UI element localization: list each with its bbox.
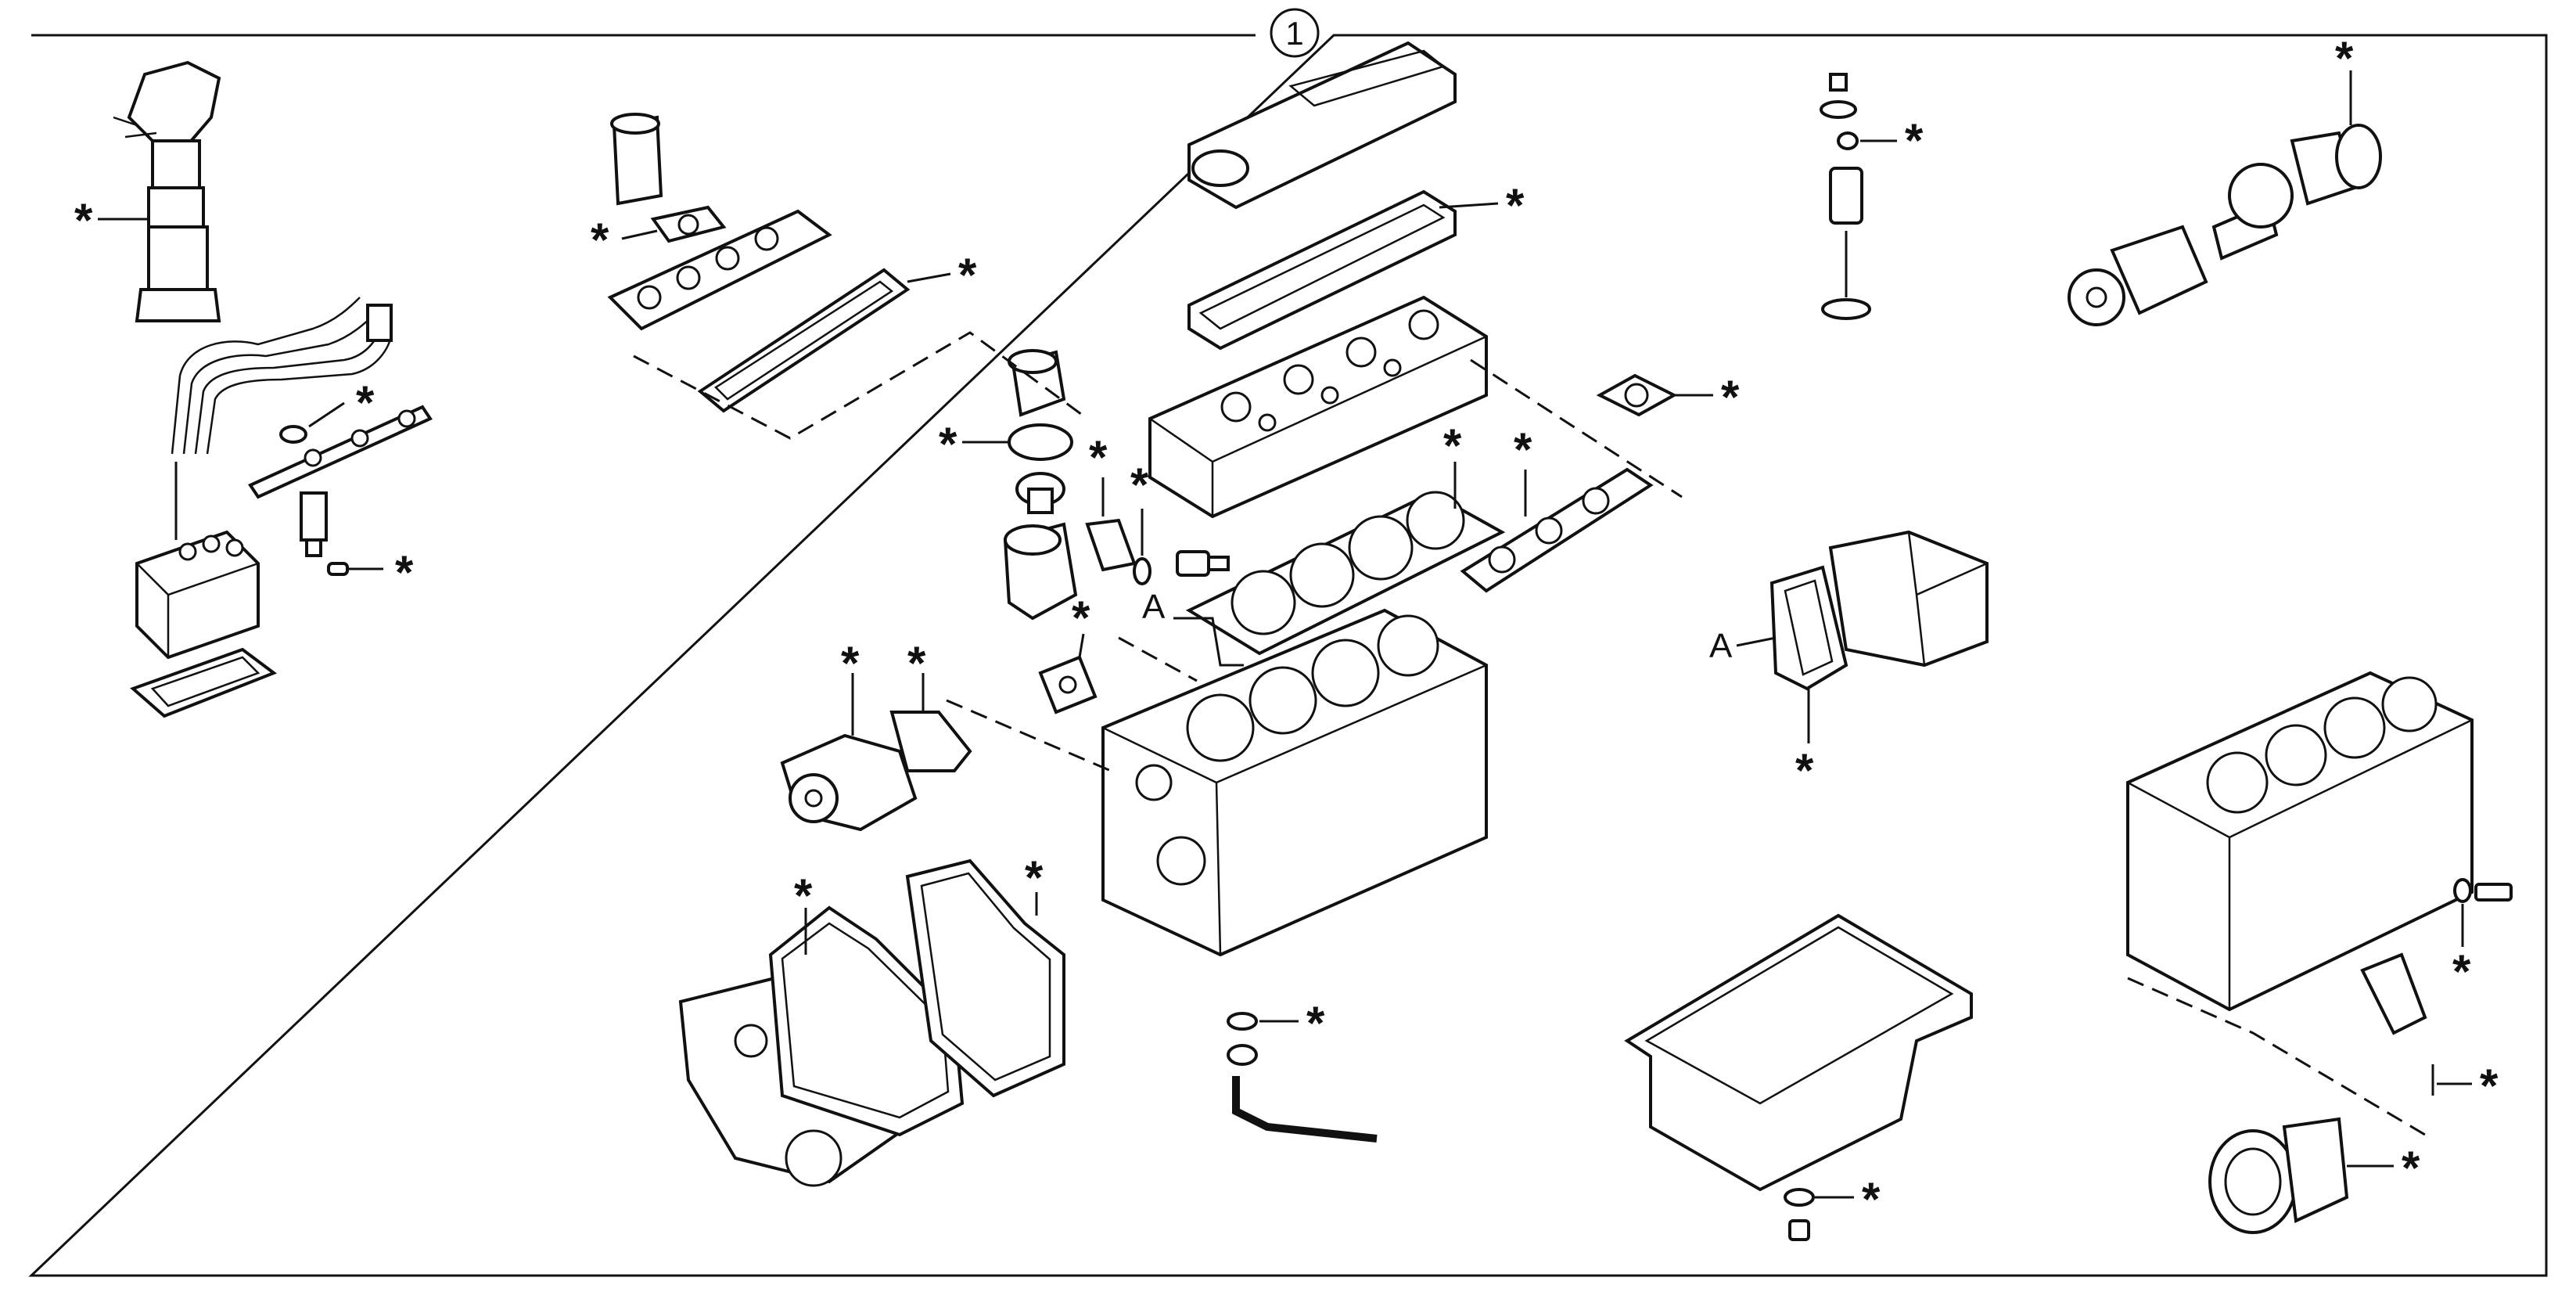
svg-text:*: * <box>356 376 375 429</box>
exhaust-flange-gasket: * <box>1596 371 1740 423</box>
leak-off-pipe <box>248 405 433 499</box>
injection-lines <box>171 297 393 455</box>
water-pump-body-right <box>2110 131 2357 315</box>
svg-text:*: * <box>1721 371 1740 423</box>
svg-text:*: * <box>1514 423 1532 476</box>
callout-bubble: 1 <box>1270 8 1320 58</box>
oil-pan <box>1624 913 1973 1192</box>
injector-nozzle <box>300 491 328 557</box>
diagram-frame <box>28 34 2548 1277</box>
svg-text:*: * <box>958 249 977 301</box>
callout-number: 1 <box>1285 15 1303 52</box>
thermostat-cover <box>1008 349 1066 417</box>
oil-pressure-switch-washer: * <box>1130 459 1151 585</box>
thermostat-gasket: * <box>939 418 1073 470</box>
reference-letter-a-left: A <box>1142 588 1244 667</box>
flywheel-housing-gasket: * <box>1769 565 1848 797</box>
svg-text:*: * <box>1025 851 1044 904</box>
oil-pan-drain-washer: * <box>1784 1173 1881 1225</box>
water-pump-elbow-gasket: * <box>1038 592 1098 714</box>
svg-text:A: A <box>1709 627 1733 665</box>
exhaust-manifold-gasket: * <box>1460 423 1654 593</box>
cylinder-block <box>1101 608 1488 957</box>
svg-text:*: * <box>1072 592 1090 644</box>
assembly-leader-lines <box>633 331 2426 1136</box>
oil-pressure-switch <box>1176 550 1230 577</box>
injection-pump-gasket <box>130 647 278 718</box>
flywheel-housing <box>1828 530 1989 668</box>
reference-letter: A <box>1142 588 1166 626</box>
svg-text:*: * <box>1443 419 1462 472</box>
nozzle-washer: * <box>279 376 375 444</box>
water-pump-cover-gasket: * <box>2335 32 2382 189</box>
oil-pan-drain-plug <box>1788 1219 1810 1241</box>
svg-text:*: * <box>907 637 926 689</box>
intake-manifold <box>607 209 832 331</box>
valve-cover-gasket: * <box>1187 179 1525 351</box>
gasket-marker: * <box>74 194 93 247</box>
svg-text:*: * <box>1130 459 1149 511</box>
svg-text:*: * <box>1862 1173 1881 1225</box>
gear-case-cover-gasket: * <box>905 851 1065 1098</box>
valve-stem-seal-marker: * <box>1860 114 1924 167</box>
svg-text:*: * <box>1506 179 1525 232</box>
oil-gallery-plug-washer: * <box>2452 878 2513 998</box>
water-pump-pulley <box>2068 268 2125 326</box>
svg-text:*: * <box>794 869 813 922</box>
water-outlet-pipe <box>610 113 663 206</box>
svg-text:*: * <box>1905 114 1924 167</box>
svg-text:*: * <box>1306 997 1325 1049</box>
water-pump-gasket: * <box>889 637 972 772</box>
svg-text:*: * <box>841 637 860 689</box>
cylinder-block-rear <box>2126 671 2474 1012</box>
svg-text:*: * <box>395 546 414 599</box>
cylinder-head <box>1148 295 1488 519</box>
dipstick-guide <box>1232 1076 1378 1143</box>
oil-drain-plug-washer: * <box>1227 997 1325 1049</box>
crankshaft-rear-oil-seal: * <box>2208 1117 2420 1234</box>
svg-text:*: * <box>591 214 609 266</box>
valve-cover <box>1187 41 1457 210</box>
intake-manifold-gasket: * <box>697 249 977 413</box>
water-outlet-gasket: * <box>591 205 727 266</box>
svg-text:*: * <box>2402 1142 2420 1194</box>
oil-drain-plug <box>1227 1044 1258 1066</box>
thermostat <box>1015 472 1065 514</box>
svg-text:*: * <box>1089 431 1108 484</box>
svg-text:*: * <box>2480 1060 2499 1112</box>
injection-pump-seal-marker: * <box>74 194 149 247</box>
reference-letter-a-right: A <box>1709 627 1777 665</box>
svg-text:*: * <box>1795 744 1814 797</box>
thermostat-housing <box>1003 522 1078 621</box>
cylinder-head-gasket: * <box>1185 419 1506 656</box>
injection-pump-assembly <box>113 60 221 322</box>
valve-assembly <box>1820 73 1871 320</box>
oil-pipe-flange: * <box>2360 952 2499 1112</box>
water-pump: * <box>780 637 918 832</box>
nozzle-seal-marker: * <box>327 546 414 599</box>
svg-text:*: * <box>939 418 957 470</box>
svg-text:*: * <box>2452 945 2471 998</box>
svg-text:*: * <box>2335 32 2354 85</box>
thermostat-housing-gasket: * <box>1085 431 1137 572</box>
fuel-injection-pump-body <box>135 462 260 660</box>
